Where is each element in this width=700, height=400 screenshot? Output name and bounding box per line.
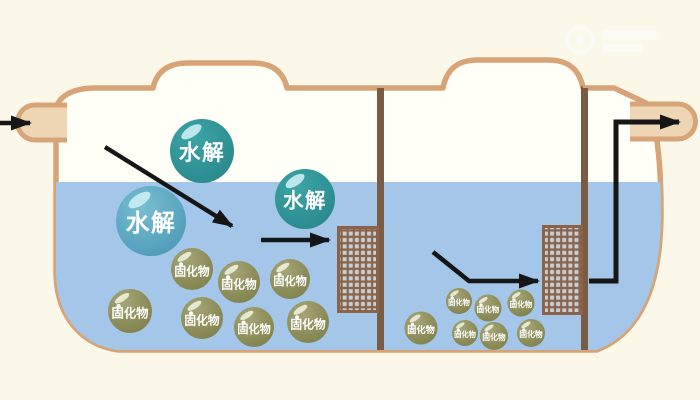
bubble-highlight bbox=[187, 300, 202, 311]
solid-bubble: 固化物 bbox=[108, 289, 152, 333]
solid-label: 固化物 bbox=[273, 274, 307, 288]
solid-label: 固化物 bbox=[290, 317, 325, 331]
solid-label: 固化物 bbox=[510, 299, 533, 309]
solid-label: 固化物 bbox=[174, 264, 209, 278]
solid-bubble: 固化物 bbox=[507, 289, 535, 317]
hydrolysis-label: 水解 bbox=[179, 140, 226, 165]
solid-bubble: 固化物 bbox=[218, 261, 260, 303]
solid-label: 固化物 bbox=[448, 298, 471, 307]
divider-wall-1 bbox=[377, 86, 384, 350]
solid-label: 固化物 bbox=[519, 329, 543, 339]
settle-arrow bbox=[103, 145, 234, 228]
solid-bubble: 固化物 bbox=[446, 288, 472, 314]
watermark bbox=[566, 26, 659, 54]
bubble-highlight bbox=[285, 173, 305, 189]
bubble-highlight bbox=[511, 291, 521, 299]
solid-bubble: 固化物 bbox=[480, 322, 508, 350]
outlet-pipe-outline bbox=[630, 101, 698, 142]
bubble-dot bbox=[188, 311, 194, 316]
solid-label: 固化物 bbox=[237, 322, 271, 336]
solid-bubble: 固化物 bbox=[270, 259, 310, 299]
bubble-highlight bbox=[456, 322, 465, 329]
bubble-dot bbox=[225, 275, 231, 280]
bubble-highlight bbox=[450, 290, 459, 297]
filter-mesh-1 bbox=[337, 226, 379, 313]
bubble-dot bbox=[178, 262, 184, 267]
bubble-highlight bbox=[521, 321, 531, 329]
solid-label: 固化物 bbox=[407, 324, 435, 335]
bubble-dot bbox=[294, 315, 300, 320]
solid-bubble: 固化物 bbox=[452, 320, 478, 346]
bubble-highlight bbox=[240, 310, 254, 321]
solid-bubble: 固化物 bbox=[404, 311, 438, 345]
bubble-highlight bbox=[409, 314, 421, 323]
solid-label: 固化物 bbox=[477, 304, 500, 314]
solid-bubble: 固化物 bbox=[171, 248, 213, 290]
solid-label: 固化物 bbox=[221, 277, 256, 291]
divider-wall-2 bbox=[581, 86, 588, 350]
bubble-dot bbox=[522, 328, 526, 332]
bubble-highlight bbox=[177, 251, 192, 262]
filter-mesh-2 bbox=[542, 225, 583, 315]
bubble-dot bbox=[485, 331, 489, 335]
bubble-highlight bbox=[224, 264, 239, 275]
hydrolysis-bubble: 水解 bbox=[275, 169, 335, 229]
solid-bubble: 固化物 bbox=[287, 301, 329, 343]
bubble-dot bbox=[116, 303, 121, 309]
bubble-dot bbox=[450, 296, 454, 300]
bubble-dot bbox=[410, 322, 415, 327]
solid-label: 固化物 bbox=[482, 332, 506, 342]
solid-bubble: 固化物 bbox=[234, 307, 274, 347]
chamber2-flow-arrow bbox=[431, 250, 540, 289]
outlet-pipe-line bbox=[589, 114, 681, 284]
hydrolysis-label: 水解 bbox=[283, 188, 327, 212]
bubble-highlight bbox=[114, 293, 130, 304]
bubble-dot bbox=[512, 298, 516, 302]
bubble-highlight bbox=[128, 191, 151, 209]
solid-label: 固化物 bbox=[112, 306, 149, 321]
hydrolysis-bubble: 水解 bbox=[116, 186, 186, 256]
bubble-highlight bbox=[181, 124, 202, 140]
bubble-highlight bbox=[484, 324, 494, 332]
hydrolysis-bubble: 水解 bbox=[170, 119, 234, 183]
solid-label: 固化物 bbox=[454, 330, 477, 339]
bubble-layer: 水解水解水解固化物固化物固化物固化物固化物固化物固化物固化物固化物固化物固化物固… bbox=[108, 119, 545, 350]
inlet-pipe bbox=[17, 105, 67, 140]
solid-bubble: 固化物 bbox=[517, 319, 545, 347]
arrow-layer bbox=[0, 114, 681, 289]
bubble-highlight bbox=[293, 304, 308, 315]
bubble-dot bbox=[241, 320, 246, 325]
bubble-highlight bbox=[276, 262, 290, 273]
solid-bubble: 固化物 bbox=[474, 294, 502, 322]
bubble-dot bbox=[456, 328, 460, 332]
bubble-dot bbox=[479, 303, 483, 307]
bubble-highlight bbox=[478, 296, 488, 304]
solid-label: 固化物 bbox=[184, 313, 219, 327]
solid-bubble: 固化物 bbox=[181, 297, 223, 339]
bubble-dot bbox=[277, 272, 282, 277]
hydrolysis-label: 水解 bbox=[126, 209, 177, 237]
